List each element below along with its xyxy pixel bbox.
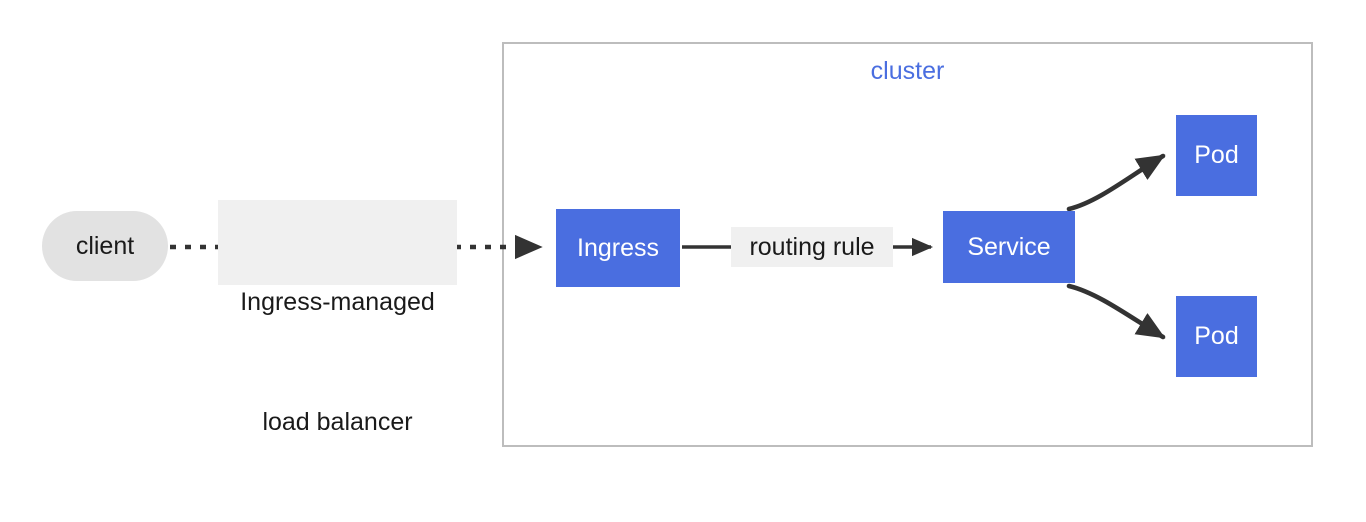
edge-label-routing-rule: routing rule (731, 227, 893, 267)
edge-service-to-pod-bottom (1066, 283, 1166, 340)
edge-label-load-balancer: Ingress-managed load balancer (218, 200, 457, 436)
node-client[interactable]: client (42, 211, 168, 281)
ingress-diagram: cluster client Ingress Service Pod Pod I… (42, 42, 1313, 447)
node-pod-top[interactable]: Pod (1176, 115, 1257, 196)
cluster-label: cluster (870, 57, 945, 85)
edge-label-load-balancer-line2: load balancer (262, 408, 413, 436)
node-ingress-label: Ingress (577, 233, 659, 262)
node-pod-top-label: Pod (1194, 141, 1239, 169)
node-ingress[interactable]: Ingress (556, 209, 680, 287)
node-service-label: Service (967, 232, 1051, 261)
node-pod-bottom-label: Pod (1194, 322, 1239, 350)
edge-layer (170, 153, 1166, 340)
node-client-label: client (75, 231, 135, 260)
node-service[interactable]: Service (943, 211, 1075, 283)
edge-service-to-pod-top (1066, 153, 1166, 212)
edge-label-load-balancer-line1: Ingress-managed (240, 288, 435, 316)
node-pod-bottom[interactable]: Pod (1176, 296, 1257, 377)
